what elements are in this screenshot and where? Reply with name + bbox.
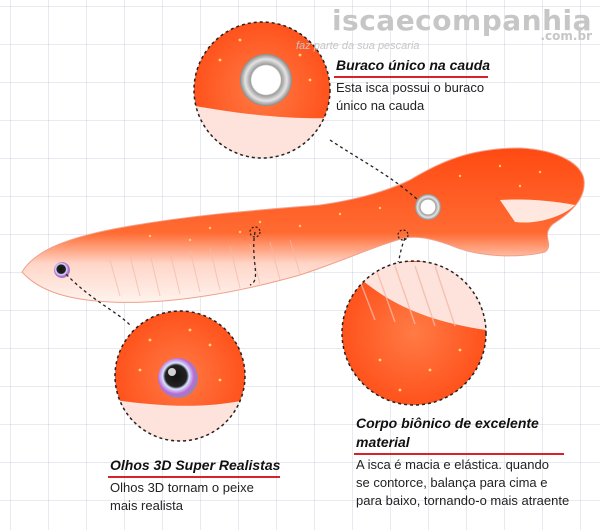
callout-body-text-line: se contorce, balança para cima e [356, 475, 548, 490]
callout-body-text: A isca é macia e elástica. quando se con… [356, 456, 569, 510]
lure-body [21, 147, 585, 303]
callout-eyes-underline [108, 476, 280, 478]
magnifier-eye [114, 310, 246, 442]
callout-tail-text-line: Esta isca possui o buraco [336, 80, 485, 95]
watermark-logo: iscaecompanhia .com.br [332, 4, 592, 43]
magnifier-body [341, 260, 487, 406]
callout-body-underline [354, 453, 564, 455]
callout-connectors [61, 139, 419, 326]
callout-eyes-title: Olhos 3D Super Realistas [110, 457, 281, 473]
watermark-brand: iscaecompanhia [331, 4, 592, 37]
callout-eyes-text-line: Olhos 3D tornam o peixe [110, 480, 254, 495]
watermark-domain: .com.br [540, 29, 593, 43]
watermark-slogan: faz parte da sua pescaria [296, 40, 420, 52]
callout-body-text-line: para baixo, tornando-o mais atraente [356, 493, 570, 508]
callout-eyes-text: Olhos 3D tornam o peixe mais realista [110, 479, 254, 515]
callout-body-text-line: A isca é macia e elástica. quando [356, 457, 549, 472]
callout-body-title-line: material [356, 434, 410, 450]
callout-tail-text-line: único na cauda [336, 98, 425, 113]
callout-body-title: Corpo biônico de excelente material [356, 414, 539, 452]
callout-body-title-line: Corpo biônico de excelente [356, 415, 539, 431]
callout-tail-text: Esta isca possui o buraco único na cauda [336, 79, 484, 115]
callout-tail-underline [334, 76, 488, 78]
callout-tail-title: Buraco único na cauda [336, 57, 491, 73]
callout-eyes-text-line: mais realista [110, 498, 183, 513]
